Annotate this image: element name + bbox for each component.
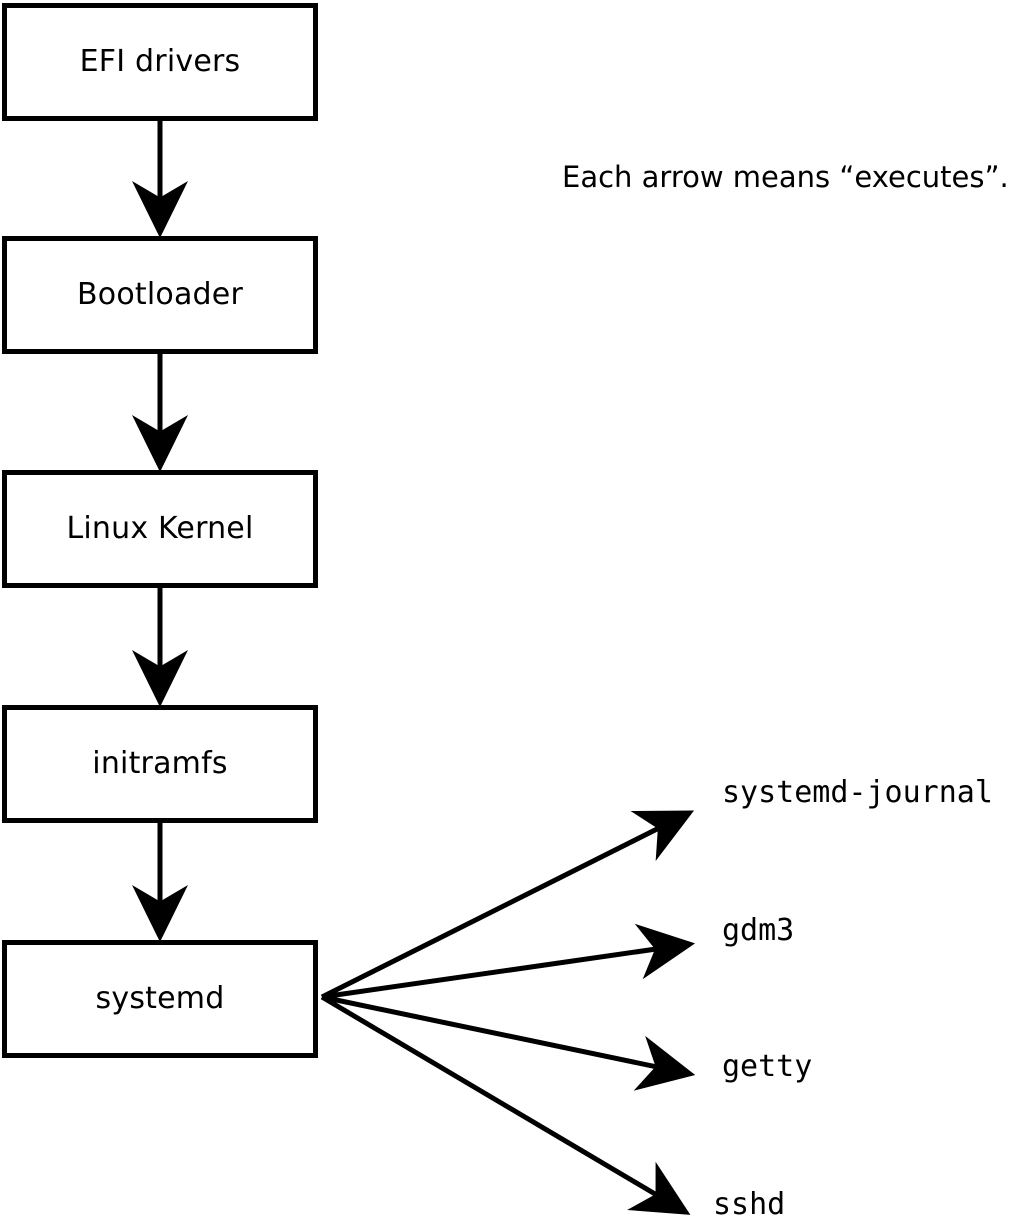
service-label-gdm3[interactable]: gdm3 [722,913,795,948]
node-box-linux-kernel[interactable]: Linux Kernel [2,470,318,588]
arrow-systemd-to-sshd [320,994,691,1215]
node-label-initramfs: initramfs [92,746,228,781]
node-box-systemd[interactable]: systemd [2,940,318,1058]
fanout-arrows [320,810,696,1215]
legend-caption: Each arrow means “executes”. [562,160,1009,194]
arrow-systemd-to-getty [321,994,696,1091]
node-label-efi-drivers: EFI drivers [79,44,241,79]
arrow-systemd-to-gdm3 [321,923,696,1000]
node-box-initramfs[interactable]: initramfs [2,705,318,823]
arrow-systemd-to-systemd-journal [320,810,695,1000]
service-label-systemd-journal[interactable]: systemd-journal [722,775,993,810]
node-label-systemd: systemd [95,981,225,1016]
node-box-bootloader[interactable]: Bootloader [2,236,318,354]
service-label-getty[interactable]: getty [722,1049,813,1084]
node-label-linux-kernel: Linux Kernel [66,511,254,546]
node-label-bootloader: Bootloader [77,277,243,312]
service-label-sshd[interactable]: sshd [713,1187,786,1222]
node-box-efi-drivers[interactable]: EFI drivers [2,3,318,121]
